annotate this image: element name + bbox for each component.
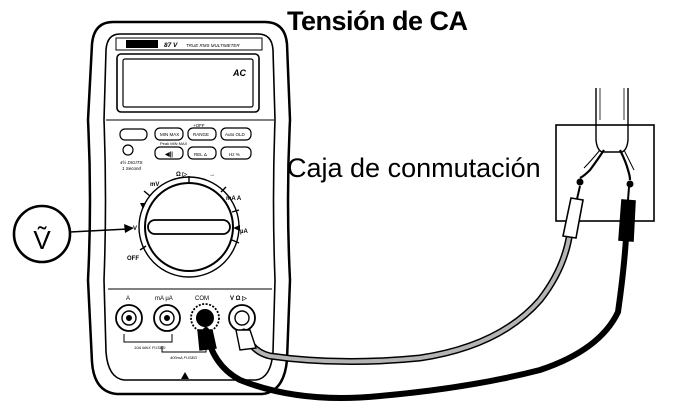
jack-label-com: COM (195, 296, 209, 302)
multimeter (88, 22, 290, 394)
ac-indicator: AC (232, 68, 246, 78)
dial-label-off: OFF (127, 256, 139, 262)
rel-label: REL Δ (194, 152, 207, 157)
off-top-label: +OFF (193, 123, 205, 128)
dial-pointer-bar (148, 220, 230, 234)
hz-label: Hz % (229, 152, 240, 157)
jack-label-v: V Ω ▷ (230, 295, 247, 302)
min-max-label: MIN MAX (160, 132, 179, 137)
page-title: Tensión de CA (287, 6, 468, 37)
dial-label-v: V (133, 226, 137, 232)
jack-a[interactable] (116, 305, 142, 331)
jack-label-ma: mA µA (155, 296, 173, 302)
hold-label: ◀|| (164, 151, 173, 158)
dial-label-diode: → (209, 172, 215, 178)
ac-voltage-glyph: Ṽ (33, 225, 51, 255)
fuse-label-400ma: 400mA FUSED (170, 355, 197, 360)
dial-label-mv: mV (150, 182, 159, 188)
jack-ma[interactable] (154, 305, 180, 331)
digits-note: 4½ DIGITS (120, 159, 143, 165)
fluke-logo (126, 40, 158, 48)
dial-label-ohm: Ω ▷ (176, 171, 187, 178)
model-label: 87 V (164, 42, 178, 49)
switch-box-caption: Caja de conmutación (287, 153, 541, 184)
terminal-icon (577, 179, 583, 185)
range-label: RANGE (193, 132, 209, 137)
jack-v[interactable] (229, 305, 255, 331)
plug-com (198, 330, 216, 350)
second-note: 1 Second (122, 166, 142, 171)
red-lead (244, 232, 570, 362)
terminal-icon (627, 181, 633, 187)
auto-hold-label: Auto OLD (225, 132, 246, 137)
dial-label-ua: µA (240, 229, 248, 235)
model-sub-label: TRUE RMS MULTIMETER (186, 43, 240, 48)
dial-label-ma: mA A (226, 196, 242, 202)
fuse-label-10a: 10A MAX FUSED (134, 345, 166, 350)
peak-label: Peak MIN MAX (160, 141, 188, 146)
jack-label-a: A (126, 296, 130, 302)
